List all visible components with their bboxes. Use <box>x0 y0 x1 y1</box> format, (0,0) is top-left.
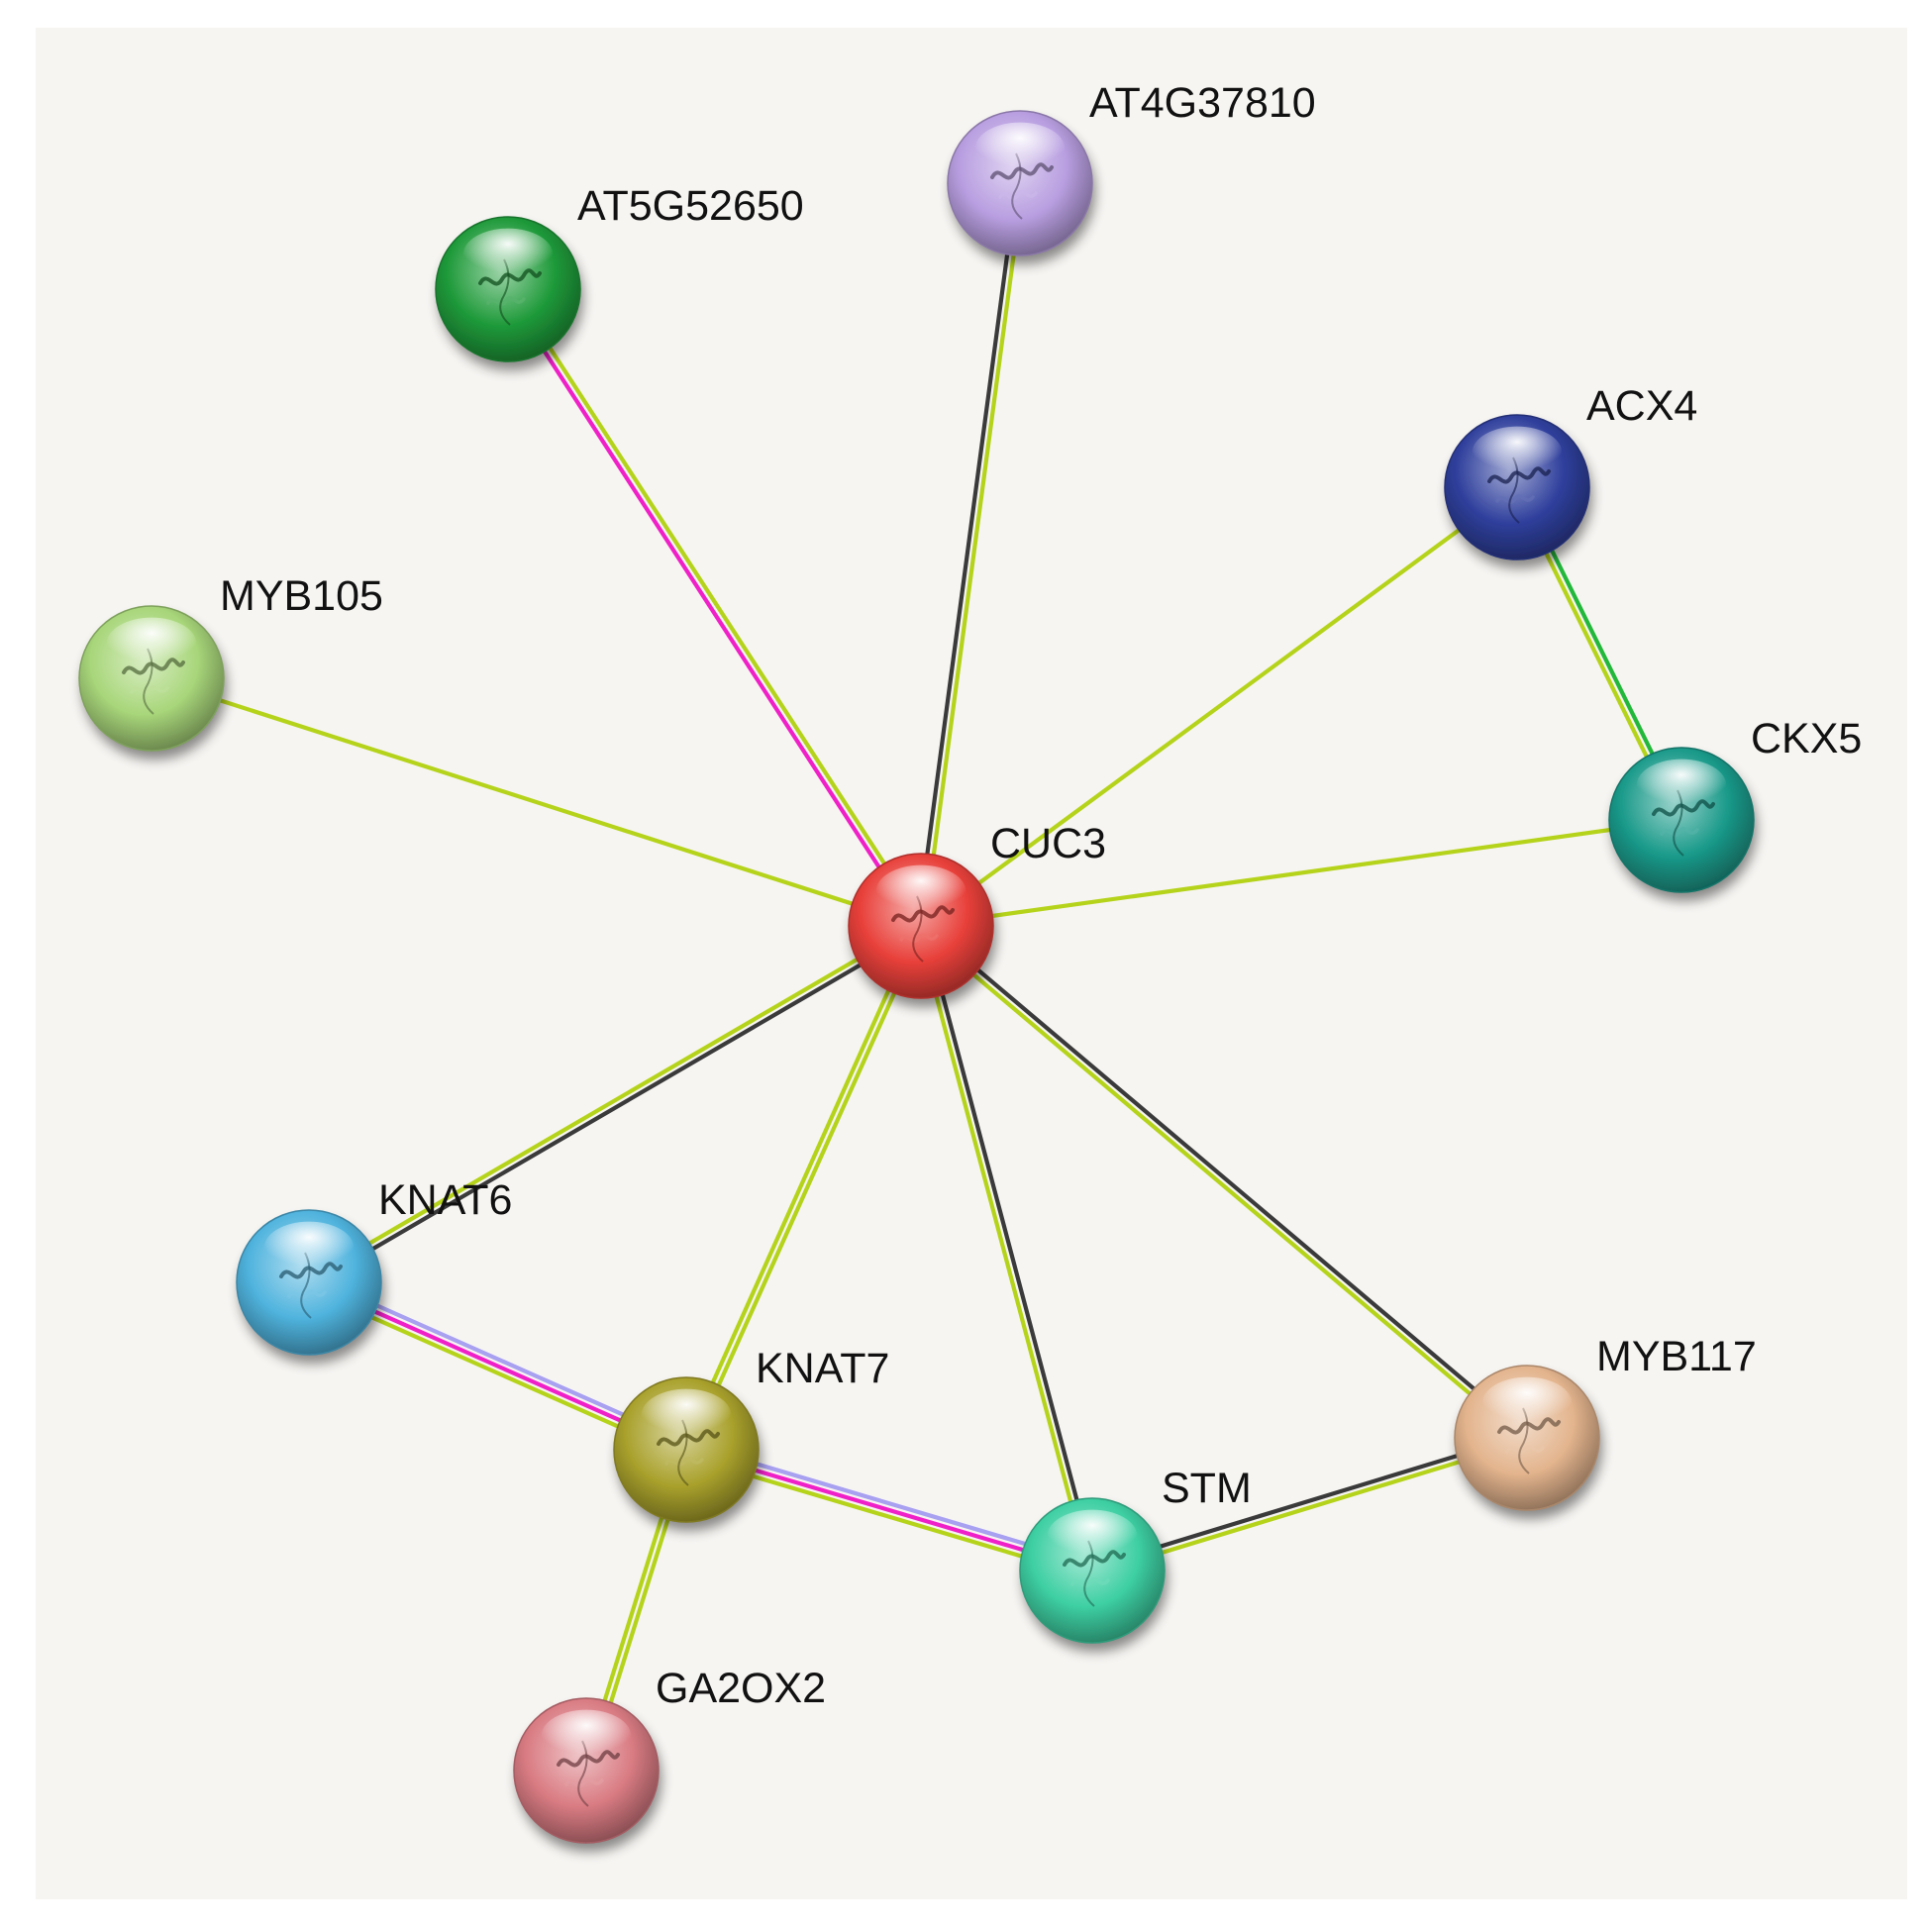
node-label: GA2OX2 <box>656 1665 826 1712</box>
node-knat7[interactable]: KNAT7 <box>613 1345 889 1523</box>
node-outline <box>1454 1365 1600 1511</box>
edge-cuc3-knat6[interactable] <box>305 921 925 1287</box>
edge-evidence-line <box>916 926 1528 1443</box>
node-at4g37810[interactable]: AT4G37810 <box>947 79 1316 256</box>
node-gloss <box>462 228 554 281</box>
edge-evidence-line <box>918 484 1520 929</box>
edge-stm-myb117[interactable] <box>1088 1432 1531 1576</box>
edge-cuc3-ckx5[interactable] <box>918 817 1684 929</box>
node-cuc3[interactable]: CUC3 <box>848 820 1106 999</box>
node-knat6[interactable]: KNAT6 <box>236 1176 512 1356</box>
node-gloss <box>1472 426 1563 479</box>
node-gloss <box>1047 1509 1138 1563</box>
node-at5g52650[interactable]: AT5G52650 <box>435 182 804 362</box>
edge-cuc3-at5g52650[interactable] <box>503 285 926 930</box>
node-outline <box>947 110 1093 256</box>
edge-cuc3-myb117[interactable] <box>916 921 1532 1443</box>
node-gloss <box>875 864 966 918</box>
node-outline <box>1019 1497 1166 1644</box>
edge-evidence-line <box>922 923 1098 1573</box>
edge-evidence-line <box>915 180 1019 928</box>
node-label: ACX4 <box>1586 382 1697 430</box>
edge-evidence-line <box>915 924 1091 1573</box>
edge-evidence-line <box>1090 1439 1531 1576</box>
node-myb117[interactable]: MYB117 <box>1454 1333 1757 1511</box>
node-outline <box>1608 747 1755 893</box>
node-myb105[interactable]: MYB105 <box>78 572 383 752</box>
node-gloss <box>541 1709 632 1763</box>
edge-evidence-line <box>1088 1432 1529 1570</box>
node-gloss <box>1636 759 1727 812</box>
edge-cuc3-acx4[interactable] <box>918 484 1520 929</box>
node-label: CUC3 <box>990 820 1106 867</box>
edge-evidence-line <box>922 181 1026 929</box>
edge-evidence-line <box>686 925 927 1454</box>
edge-cuc3-stm[interactable] <box>915 923 1098 1573</box>
node-label: STM <box>1162 1465 1252 1512</box>
node-outline <box>613 1376 760 1523</box>
node-label: CKX5 <box>1751 715 1862 762</box>
node-stm[interactable]: STM <box>1019 1465 1252 1644</box>
edge-evidence-line <box>918 817 1684 929</box>
node-label: KNAT6 <box>378 1176 512 1224</box>
edge-evidence-line <box>503 288 921 930</box>
node-outline <box>1444 414 1590 560</box>
node-gloss <box>106 617 197 670</box>
node-outline <box>513 1697 660 1844</box>
node-label: AT5G52650 <box>577 182 804 230</box>
node-gloss <box>263 1221 355 1274</box>
node-label: AT4G37810 <box>1089 79 1316 127</box>
node-outline <box>435 216 581 362</box>
edge-evidence-line <box>308 926 925 1287</box>
edge-cuc3-myb105[interactable] <box>149 675 924 929</box>
edge-evidence-line <box>149 675 924 929</box>
edge-evidence-line <box>508 285 926 927</box>
node-gloss <box>974 122 1066 175</box>
node-layer: CUC3 AT4G37810AT5G52650ACX4MYB105CKX5KNAT… <box>78 79 1862 1844</box>
edge-evidence-line <box>920 921 1532 1438</box>
node-outline <box>236 1209 382 1356</box>
edge-evidence-line <box>680 922 921 1451</box>
edge-evidence-line <box>305 921 922 1282</box>
node-gloss <box>1481 1376 1573 1430</box>
edge-cuc3-at4g37810[interactable] <box>915 180 1026 929</box>
node-label: MYB105 <box>220 572 383 620</box>
node-gloss <box>641 1388 732 1442</box>
node-label: KNAT7 <box>756 1345 889 1392</box>
node-outline <box>78 605 225 752</box>
node-ckx5[interactable]: CKX5 <box>1608 715 1862 893</box>
node-ga2ox2[interactable]: GA2OX2 <box>513 1665 826 1844</box>
node-label: MYB117 <box>1596 1333 1757 1380</box>
node-outline <box>848 853 994 999</box>
edge-cuc3-knat7[interactable] <box>680 922 927 1454</box>
node-acx4[interactable]: ACX4 <box>1444 382 1697 560</box>
